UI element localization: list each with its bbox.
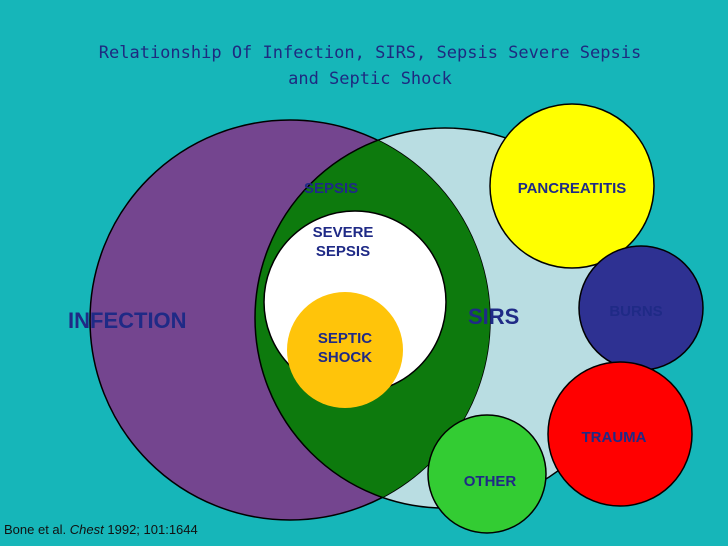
other-circle: [427, 414, 547, 534]
trauma-label: TRAUMA: [581, 429, 647, 446]
citation-ref: 1992; 101:1644: [107, 522, 198, 537]
trauma-circle: [547, 361, 693, 507]
burns-label: BURNS: [609, 303, 663, 320]
title-line-2: and Septic Shock: [288, 69, 452, 89]
septic-shock-line-2: SHOCK: [317, 348, 373, 366]
septic-shock-label: SEPTIC SHOCK: [302, 330, 388, 368]
sepsis-label: SEPSIS: [304, 180, 359, 197]
septic-shock-circle: [287, 292, 403, 408]
citation-journal: Chest: [69, 522, 104, 537]
septic-shock-line-1: SEPTIC: [317, 330, 373, 347]
citation: Bone et al. Chest 1992; 101:1644: [4, 522, 198, 537]
severe-sepsis-line-1: SEVERE: [312, 224, 374, 241]
sirs-label: SIRS: [468, 304, 520, 329]
severe-sepsis-label: SEVERE SEPSIS: [300, 224, 386, 262]
diagram-title: Relationship Of Infection, SIRS, Sepsis …: [40, 40, 700, 92]
title-line-1: Relationship Of Infection, SIRS, Sepsis …: [98, 43, 642, 63]
infection-label: INFECTION: [68, 308, 187, 333]
other-label: OTHER: [463, 473, 517, 490]
severe-sepsis-line-2: SEPSIS: [315, 242, 371, 260]
citation-authors: Bone et al.: [4, 522, 67, 537]
pancreatitis-label: PANCREATITIS: [517, 180, 627, 197]
pancreatitis-circle: [489, 103, 655, 269]
